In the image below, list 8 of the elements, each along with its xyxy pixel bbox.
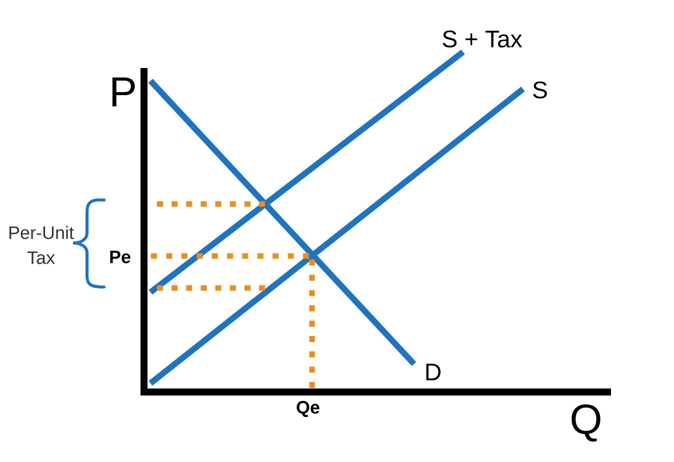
curve-label: S + Tax bbox=[442, 30, 522, 48]
axis-label: Q bbox=[572, 404, 600, 442]
price-label: Pe bbox=[110, 250, 130, 264]
quantity-label: Qe bbox=[296, 400, 320, 418]
brace-label: Per-Unit Tax bbox=[9, 226, 74, 264]
curve-label: S bbox=[533, 82, 547, 98]
curve-label: D bbox=[426, 364, 441, 380]
axis-label: P bbox=[112, 78, 135, 106]
